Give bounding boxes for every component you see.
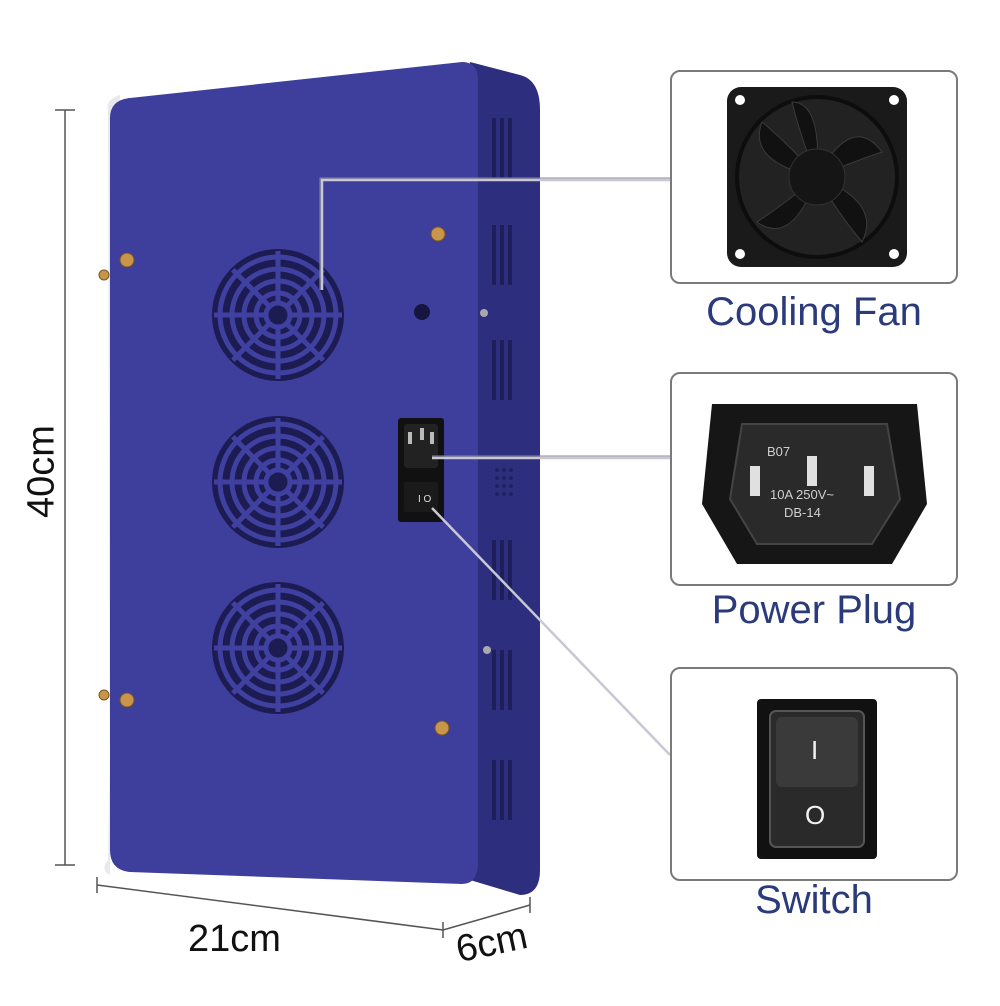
cooling-fan-caption: Cooling Fan bbox=[706, 290, 922, 334]
svg-text:I O: I O bbox=[418, 494, 432, 505]
switch-on-mark: I bbox=[811, 735, 818, 765]
switch-off-mark: O bbox=[805, 800, 825, 830]
plug-model-text: DB-14 bbox=[784, 505, 821, 520]
cooling-fan-icon bbox=[727, 87, 907, 267]
width-label: 21cm bbox=[188, 918, 281, 960]
plug-code-text: B07 bbox=[767, 444, 790, 459]
rocker-switch-icon: I O bbox=[757, 699, 877, 859]
plug-rating-text: 10A 250V~ bbox=[770, 487, 834, 502]
power-plug-callout: B07 10A 250V~ DB-14 bbox=[670, 372, 958, 586]
cooling-fan-callout bbox=[670, 70, 958, 284]
power-plug-icon: B07 10A 250V~ DB-14 bbox=[702, 404, 927, 564]
panel-fan-grill bbox=[212, 582, 344, 714]
switch-caption: Switch bbox=[755, 878, 873, 922]
power-plug-caption: Power Plug bbox=[711, 588, 917, 632]
panel-fan-grill bbox=[212, 416, 344, 548]
switch-callout: I O bbox=[670, 667, 958, 881]
panel-fan-grill bbox=[212, 249, 344, 381]
